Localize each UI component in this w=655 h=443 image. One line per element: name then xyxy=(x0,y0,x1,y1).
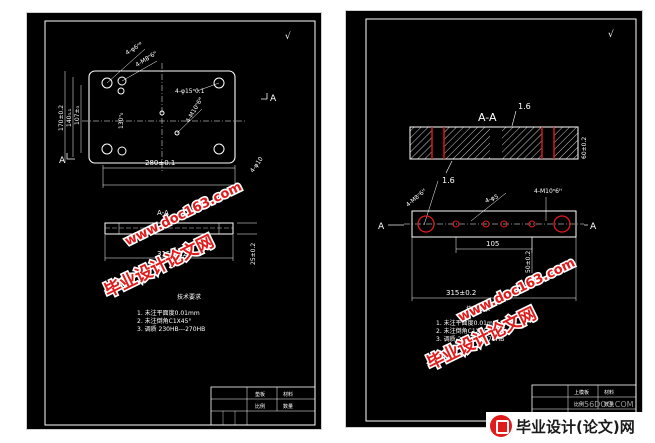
right-dim-inner: 105 xyxy=(486,240,499,248)
left-note-2: 2. 未注倒角C1X45° xyxy=(137,317,191,325)
left-dim-h2: 140₀.₁ xyxy=(66,108,73,127)
left-plate-section xyxy=(104,222,234,235)
right-section-caption: A-A xyxy=(478,111,497,124)
left-dim-h3: 107±₀ xyxy=(74,106,81,125)
right-note-3: 3. 调质 230HB---270HB xyxy=(436,335,504,343)
left-section-mark-a2: A xyxy=(270,94,277,104)
right-drawing-sheet: √ A-A 1.6 60±0.2 1.6 4-M8ⁿ6 xyxy=(345,10,643,428)
left-tech-title: 技术要求 xyxy=(177,293,201,301)
left-hole xyxy=(213,77,225,89)
right-dim-side: 60±0.2 xyxy=(581,137,588,159)
left-watermark: 毕业设计论文网 毕业设计论文网 www.doc163.com www.doc16… xyxy=(99,178,246,304)
right-roughness-callout-2: 1.6 xyxy=(442,176,455,185)
left-title-part: 垫板 xyxy=(255,391,265,398)
left-hole xyxy=(213,143,225,155)
right-hole-spec-1: 4-M8ⁿ6ᴴ xyxy=(405,188,428,209)
right-section-mark-a: A xyxy=(378,222,385,232)
left-hole xyxy=(101,143,113,155)
right-title-scale: 比例 xyxy=(574,401,584,408)
logo-text: 毕业设计(论文)网 xyxy=(516,417,635,436)
left-inner-frame xyxy=(44,20,316,426)
left-hole-spec-2: 4-M8ⁿ6ᴴ xyxy=(134,50,158,69)
left-drawing-canvas: √ 4-φ6ⁿ⁸ 4-M8ⁿ6ᴴ 4-φ15ⁿ0.1 4-M10ⁿ6ᴴ 170±… xyxy=(44,20,316,426)
left-dim-right: 4-φ10 xyxy=(249,156,265,175)
right-roughness-symbol: √ xyxy=(608,29,614,40)
left-hole xyxy=(101,77,113,89)
left-note-1: 1. 未注平面度0.01mm xyxy=(137,309,200,317)
left-dim-thickness: 25±0.2 xyxy=(250,243,257,265)
right-dim-mid: 50±0.2 xyxy=(525,251,532,273)
left-plate-top-view xyxy=(88,70,236,164)
left-drawing-sheet: √ 4-φ6ⁿ⁸ 4-M8ⁿ6ᴴ 4-φ15ⁿ0.1 4-M10ⁿ6ᴴ 170±… xyxy=(26,12,322,430)
left-watermark-url: www.doc163.com xyxy=(122,180,244,250)
left-hole xyxy=(117,87,125,95)
left-dim-length: 315±0.2 xyxy=(157,250,187,258)
right-drawing-canvas: √ A-A 1.6 60±0.2 1.6 4-M8ⁿ6 xyxy=(365,18,637,422)
left-hole-spec-3: 4-φ15ⁿ0.1 xyxy=(175,88,205,95)
right-title-part: 上模板 xyxy=(574,389,589,396)
right-note-2: 2. 未注倒角C1X45° xyxy=(436,327,490,335)
logo-icon xyxy=(490,415,512,437)
left-hole xyxy=(174,130,180,136)
left-dim-h1: 170±0.2 xyxy=(58,105,65,131)
right-hole-spec-2: 4-φ5 xyxy=(484,193,500,205)
right-title-material: 材料 xyxy=(604,389,614,396)
right-section-hatched-view xyxy=(409,126,579,160)
right-roughness-callout: 1.6 xyxy=(518,102,531,111)
right-tech-title: 技术要求 xyxy=(466,305,490,313)
left-hole-spec-4: 4-M10ⁿ6ᴴ xyxy=(185,96,205,124)
left-hole xyxy=(117,76,127,86)
right-hole-spec-3: 4-M10ⁿ6ᴴ xyxy=(534,188,562,195)
left-roughness-symbol: √ xyxy=(285,31,291,42)
right-dim-length: 315±0.2 xyxy=(446,289,476,297)
right-title-qty: 数量 xyxy=(604,401,614,408)
left-title-scale: 比例 xyxy=(255,403,265,410)
left-section-caption: A-A xyxy=(157,209,169,217)
right-plate-plan-view xyxy=(404,210,584,238)
left-dim-h4: 130ⁿ₀ xyxy=(118,112,125,129)
right-note-1: 1. 未注平面度0.01mm xyxy=(436,319,499,327)
left-title-material: 材料 xyxy=(283,391,293,398)
left-hole xyxy=(159,110,165,116)
left-section-mark-a: A xyxy=(59,156,66,166)
right-inner-frame xyxy=(365,18,637,422)
left-note-3: 3. 调质 230HB---270HB xyxy=(137,325,205,333)
site-url-text: 56DOC.COM xyxy=(584,400,634,409)
right-watermark: 毕业设计论文网 毕业设计论文网 www.doc163.com www.doc16… xyxy=(422,254,579,376)
left-watermark-cn: 毕业设计论文网 xyxy=(101,231,217,302)
site-logo-bar[interactable]: 毕业设计(论文)网 xyxy=(486,412,652,440)
right-section-mark-a2: A xyxy=(590,222,597,232)
left-title-qty: 数量 xyxy=(283,403,293,410)
left-title-block: 垫板 材料 比例 数量 xyxy=(210,386,316,426)
left-hole-spec-1: 4-φ6ⁿ⁸ xyxy=(124,41,144,57)
left-hole xyxy=(117,146,127,156)
left-dim-bottom: 280±0.1 xyxy=(145,159,175,167)
